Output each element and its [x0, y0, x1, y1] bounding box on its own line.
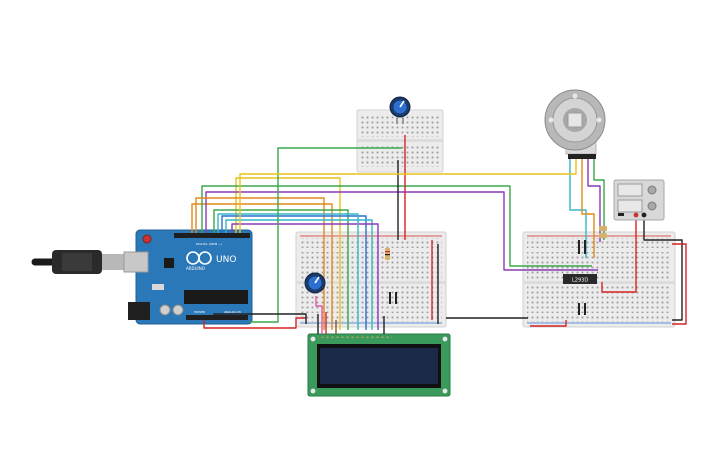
potentiometer-icon[interactable] [389, 96, 411, 124]
wire-green-1 [201, 185, 592, 267]
wire-cyan-1 [225, 219, 373, 330]
driver-ic-label: L293D [572, 278, 588, 284]
wire-orange-1 [191, 203, 333, 330]
wire-motor-orange [581, 158, 595, 258]
wire-motor-yellow [239, 158, 577, 233]
wire-red-arduino-5v [203, 317, 306, 329]
arduino-model-label: UNO [216, 255, 236, 265]
lcd-display [307, 333, 451, 397]
arduino-uno-board: UNO ARDUINO DIGITAL (PWM ~) POWER ANALOG… [31, 229, 253, 325]
wire-yellow-1 [235, 177, 341, 330]
wire-motor-purple [587, 158, 601, 242]
arduino-power-header-label: POWER [194, 310, 205, 314]
arduino-brand-label: ARDUINO [186, 266, 205, 271]
dc-motor-icon [544, 89, 606, 159]
small-breadboard [356, 109, 444, 173]
wire-red-psu-3 [530, 320, 567, 327]
right-breadboard [522, 231, 676, 328]
wire-green-3 [250, 147, 402, 323]
arduino-digital-header-label: DIGITAL (PWM ~) [196, 242, 222, 246]
motor-resistor-icon [599, 226, 607, 238]
power-supply-icon [613, 179, 665, 221]
resistor-icon [385, 248, 390, 260]
wire-orange-2 [195, 197, 325, 330]
wire-black-arduino-gnd [213, 313, 307, 324]
usb-cable-icon [31, 250, 124, 274]
wire-blue-1 [221, 215, 367, 330]
wire-motor-cyan [569, 158, 587, 258]
wire-black-psu [643, 214, 683, 321]
wire-purple-2 [231, 223, 379, 330]
arduino-analog-header-label: ANALOG IN [224, 310, 241, 314]
capacitors [389, 240, 586, 315]
wire-red-psu [601, 214, 637, 293]
wire-motor-green [593, 158, 605, 240]
wire-red-psu-2 [672, 243, 687, 325]
motor-driver-chip: L293D [563, 274, 597, 284]
wire-purple-1 [205, 191, 598, 271]
wire-pink-pot [315, 296, 323, 334]
wire-green-2 [213, 209, 349, 330]
arduino-logo-icon [186, 251, 212, 265]
wires [191, 135, 687, 334]
lcd-contrast-potentiometer-icon[interactable] [304, 272, 326, 294]
wire-cyan-2 [217, 213, 359, 330]
